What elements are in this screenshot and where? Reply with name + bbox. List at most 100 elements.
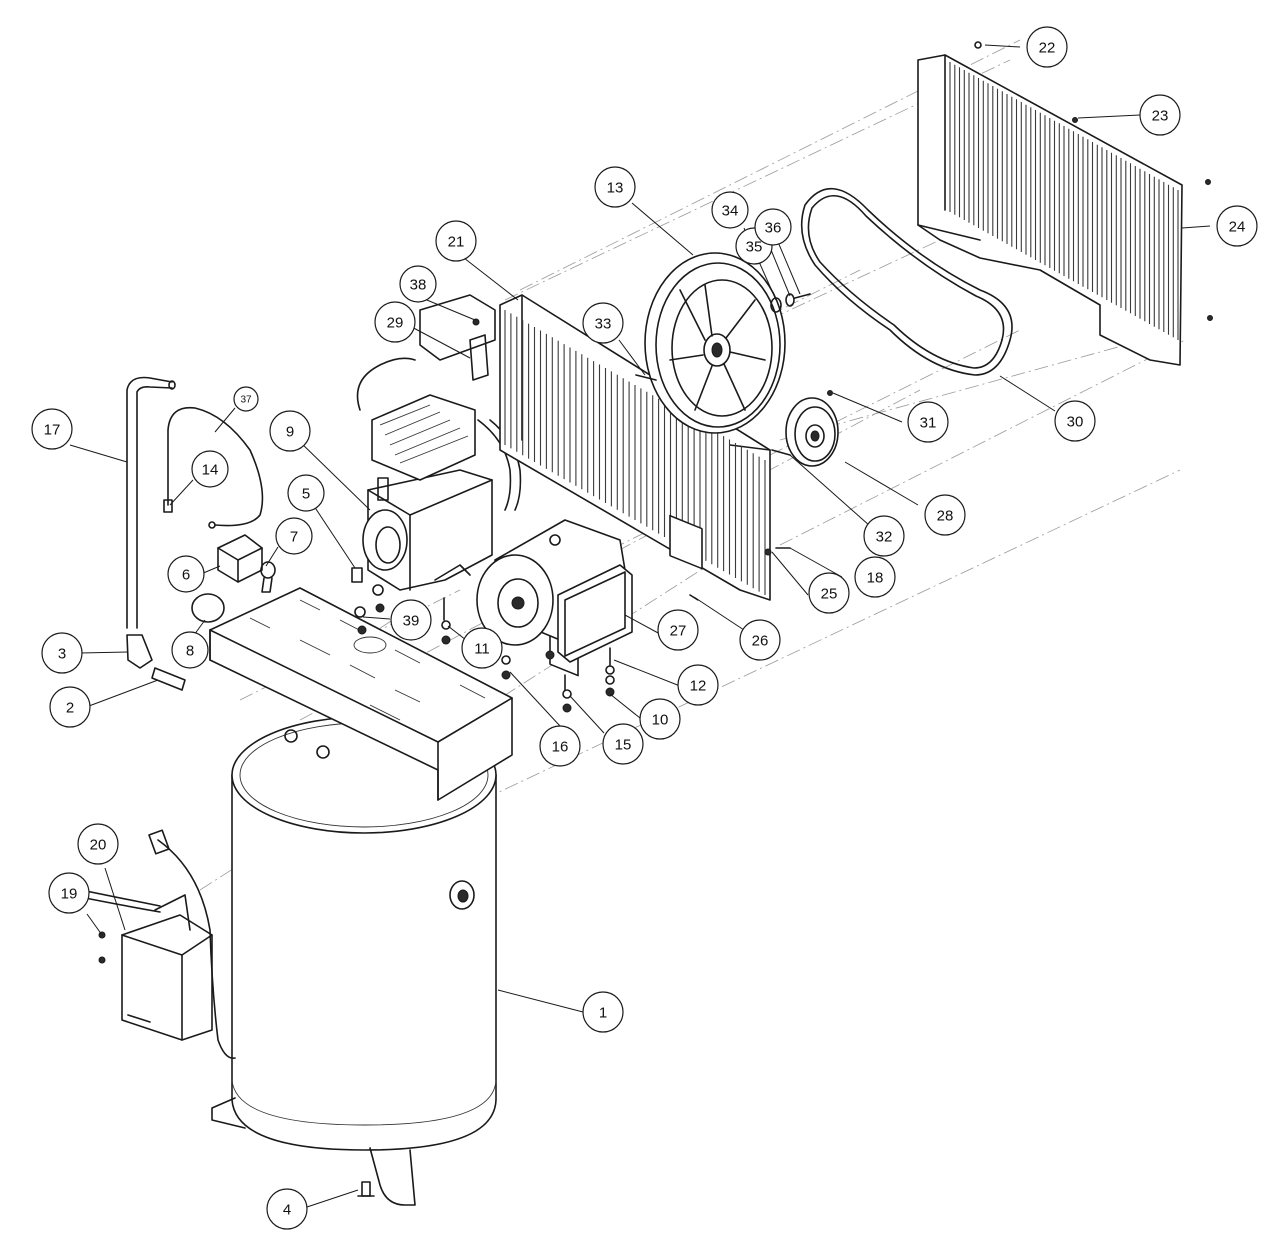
callout-circle: [48, 872, 90, 914]
callout-circle: [1216, 205, 1258, 247]
callout-34: 34: [711, 191, 749, 229]
callout-circle: [1026, 26, 1068, 68]
callout-circle: [808, 572, 850, 614]
callout-label: 25: [821, 586, 838, 603]
callout-circle: [677, 664, 719, 706]
callout-label: 11: [474, 641, 490, 658]
discharge-tube: [126, 376, 176, 629]
flywheel-pulley: [644, 252, 786, 434]
callout-circle: [657, 609, 699, 651]
motor-fasteners: [501, 647, 615, 713]
callout-label: 21: [448, 234, 465, 251]
callout-circle: [41, 632, 83, 674]
callout-37: 37: [233, 386, 259, 412]
screws-19: [98, 931, 106, 964]
fitting-5: [351, 567, 363, 583]
callout-label: 38: [410, 277, 427, 294]
callout-label: 1: [599, 1005, 607, 1022]
callout-label: 26: [752, 633, 769, 650]
callout-circle: [739, 619, 781, 661]
callout-circle: [1139, 94, 1181, 136]
callout-circle: [390, 599, 432, 641]
callout-label: 19: [61, 886, 78, 903]
elbow-and-nipple: [126, 634, 186, 691]
callout-27: 27: [657, 609, 699, 651]
callout-36: 36: [754, 208, 792, 246]
callout-1: 1: [582, 991, 624, 1033]
callout-circle: [863, 515, 905, 557]
callout-circle: [582, 991, 624, 1033]
callout-13: 13: [594, 166, 636, 208]
connector: [163, 499, 173, 513]
saddle-plate: [209, 587, 513, 801]
callout-19: 19: [48, 872, 90, 914]
callout-label: 33: [595, 316, 612, 333]
callout-label: 36: [765, 220, 782, 237]
callout-label: 20: [90, 837, 107, 854]
callout-30: 30: [1054, 400, 1096, 442]
callout-circle: [639, 698, 681, 740]
callout-circle: [711, 191, 749, 229]
callout-10: 10: [639, 698, 681, 740]
callout-3: 3: [41, 632, 83, 674]
callout-16: 16: [539, 725, 581, 767]
callout-leaders: [69, 44, 1211, 1209]
callout-label: 16: [552, 739, 569, 756]
callout-label: 31: [920, 415, 937, 432]
callout-23: 23: [1139, 94, 1181, 136]
pressure-gauge: [191, 593, 225, 623]
callout-circle: [539, 725, 581, 767]
motor-pulley: [785, 397, 839, 467]
callout-circle: [287, 474, 325, 512]
pressure-switch: [217, 534, 263, 583]
callout-22: 22: [1026, 26, 1068, 68]
callout-label: 27: [670, 623, 687, 640]
callout-label: 12: [690, 678, 707, 695]
callout-21: 21: [435, 220, 477, 262]
callout-balloons: 1234567891011121314151617181920212223242…: [31, 26, 1258, 1230]
callout-32: 32: [863, 515, 905, 557]
callout-label: 34: [722, 203, 739, 220]
callout-28: 28: [924, 494, 966, 536]
callout-5: 5: [287, 474, 325, 512]
callout-label: 9: [286, 424, 294, 441]
belt: [800, 187, 1013, 376]
callout-18: 18: [854, 556, 896, 598]
safety-valve: [260, 561, 276, 593]
callout-label: 30: [1067, 414, 1084, 431]
callout-8: 8: [171, 631, 209, 669]
callout-39: 39: [390, 599, 432, 641]
callout-label: 35: [746, 239, 763, 256]
callout-7: 7: [275, 517, 313, 555]
callout-label: 39: [403, 613, 420, 630]
callout-label: 28: [937, 508, 954, 525]
callout-circle: [594, 166, 636, 208]
callout-15: 15: [602, 723, 644, 765]
callout-circle: [77, 823, 119, 865]
callout-circle: [854, 556, 896, 598]
callout-label: 15: [615, 737, 632, 754]
callout-label: 3: [58, 646, 66, 663]
callout-label: 10: [652, 712, 669, 729]
callout-6: 6: [167, 555, 205, 593]
callout-circle: [233, 386, 259, 412]
callout-25: 25: [808, 572, 850, 614]
callout-circle: [1054, 400, 1096, 442]
callout-circle: [49, 686, 91, 728]
callout-circle: [754, 208, 792, 246]
pump: [356, 294, 522, 591]
callout-circle: [435, 220, 477, 262]
callout-circle: [191, 450, 229, 488]
callout-label: 23: [1152, 108, 1169, 125]
front-belt-guard: [917, 54, 1183, 366]
callout-circle: [924, 494, 966, 536]
callout-circle: [399, 265, 437, 303]
callout-label: 14: [202, 462, 219, 479]
callout-20: 20: [77, 823, 119, 865]
callout-label: 4: [283, 1202, 291, 1219]
front-guard-screws: [974, 41, 1213, 321]
key-33: [635, 374, 657, 381]
callout-circle: [461, 627, 503, 669]
callout-label: 32: [876, 529, 893, 546]
